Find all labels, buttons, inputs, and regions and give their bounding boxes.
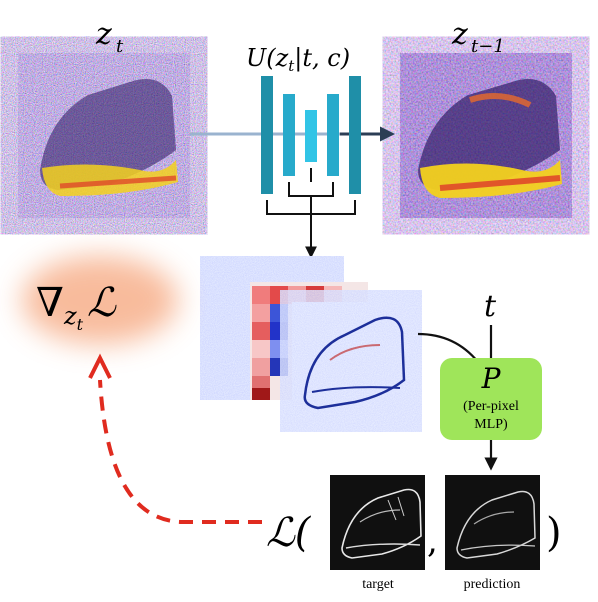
features-to-mlp-line: [417, 332, 479, 363]
prediction-caption: prediction: [464, 577, 521, 592]
mlp-block: [440, 358, 542, 440]
gradient-glow: [22, 256, 178, 344]
mlp-title: P: [481, 362, 502, 395]
unet-label: U(zt|t, c): [246, 44, 350, 75]
mlp-line1: (Per-pixel: [463, 399, 519, 414]
target-caption: target: [362, 577, 394, 592]
zt-label-base: z: [95, 17, 112, 52]
loss-comma: ,: [427, 521, 438, 561]
zt1-label-base: z: [451, 17, 468, 52]
unet-feature-taps: [266, 168, 356, 259]
unet-blocks: [261, 76, 361, 194]
zt1-label-sub: t−1: [471, 36, 505, 57]
backprop-arrow: [98, 379, 262, 524]
noisy-image-zt: [18, 53, 190, 218]
backprop-arrow-head: [88, 353, 112, 379]
loss-symbol: ℒ(: [266, 510, 312, 556]
zt-label-sub: t: [116, 36, 124, 57]
edge-map-target: [330, 475, 425, 570]
loss-close-paren: ): [546, 510, 562, 556]
denoised-image-zt-1: [400, 53, 572, 218]
t-input-label: t: [484, 289, 497, 324]
edge-map-prediction: [445, 475, 540, 570]
feature-map-3: [292, 302, 410, 420]
mlp-line2: MLP): [474, 417, 508, 432]
